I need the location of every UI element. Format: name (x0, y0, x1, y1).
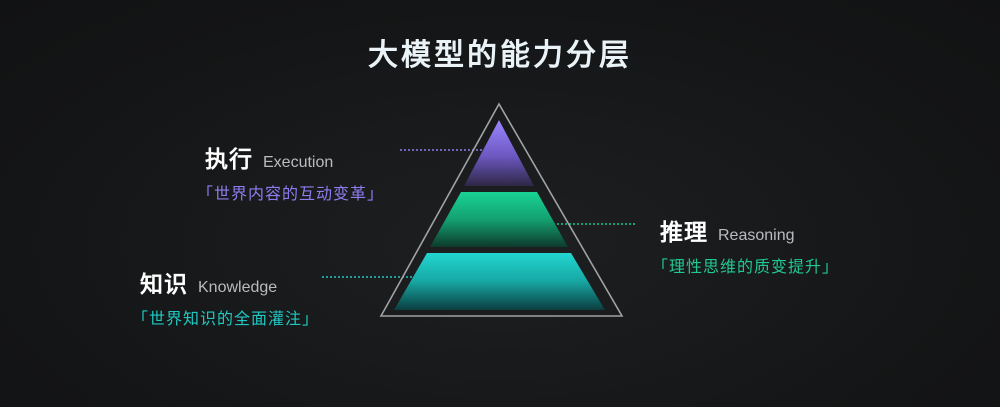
label-execution: 执行 Execution 「世界内容的互动变革」 (197, 140, 384, 204)
knowledge-english: Knowledge (198, 279, 278, 296)
label-knowledge: 知识 Knowledge 「世界知识的全面灌注」 (132, 265, 319, 329)
pyramid-outline (379, 102, 624, 317)
knowledge-title: 知识 (140, 272, 188, 298)
execution-desc: 「世界内容的互动变革」 (197, 184, 385, 203)
label-reasoning: 推理 Reasoning 「理性思维的质变提升」 (652, 213, 839, 277)
reasoning-english: Reasoning (718, 227, 795, 244)
slide-title: 大模型的能力分层 (368, 38, 632, 73)
reasoning-desc: 「理性思维的质变提升」 (652, 257, 840, 276)
tier-execution (464, 120, 534, 186)
tier-reasoning (430, 192, 568, 247)
reasoning-title: 推理 (660, 220, 708, 246)
execution-title: 执行 (205, 147, 253, 173)
tier-knowledge (394, 253, 605, 310)
knowledge-desc: 「世界知识的全面灌注」 (132, 309, 320, 328)
execution-english: Execution (263, 154, 334, 171)
